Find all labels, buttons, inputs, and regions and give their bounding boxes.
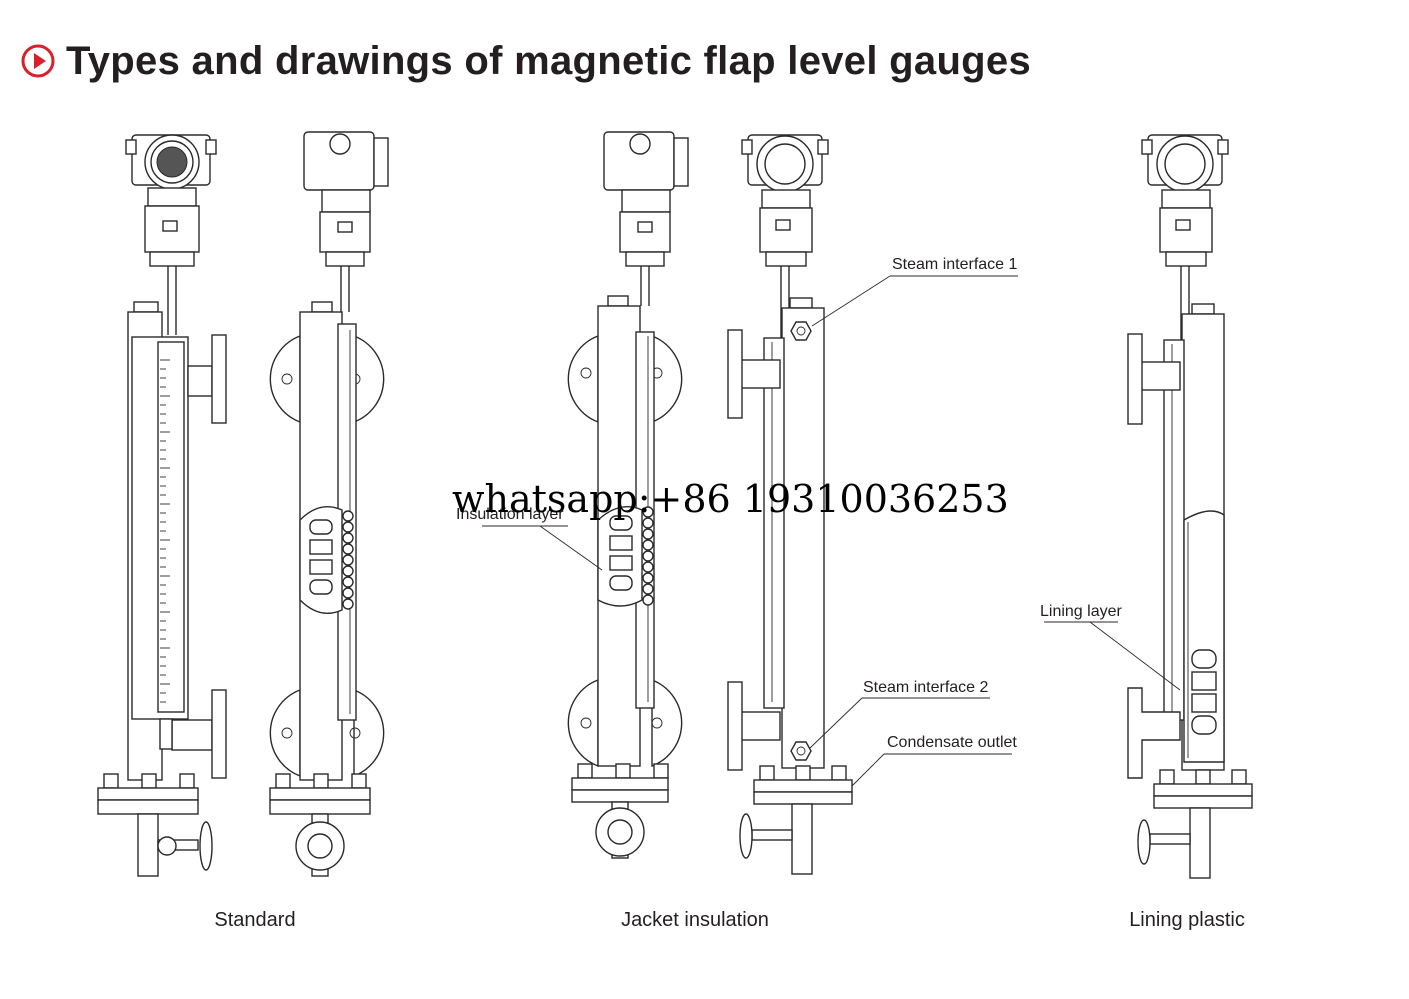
lining-layer-label: Lining layer — [1040, 603, 1123, 620]
caption-standard: Standard — [214, 909, 295, 931]
leader-lines — [482, 275, 1181, 787]
watermark-text: whatsapp:+86 19310036253 — [452, 477, 1009, 521]
steam-interface-1-label: Steam interface 1 — [892, 256, 1018, 273]
standard-front-view — [97, 134, 227, 877]
play-circle-icon — [21, 44, 55, 78]
caption-jacket-insulation: Jacket insulation — [621, 909, 769, 931]
lining-side-view — [1127, 134, 1253, 879]
page-title: Types and drawings of magnetic flap leve… — [66, 38, 1032, 83]
insulation-layer-label: Insulation layer — [456, 506, 564, 523]
standard-side-view — [269, 131, 389, 877]
jacket-front-view — [567, 131, 689, 859]
page-header: Types and drawings of magnetic flap leve… — [20, 36, 1031, 86]
condensate-outlet-label: Condensate outlet — [887, 734, 1017, 751]
jacket-side-view — [727, 134, 853, 875]
caption-lining-plastic: Lining plastic — [1129, 909, 1245, 931]
steam-interface-2-label: Steam interface 2 — [863, 679, 989, 696]
